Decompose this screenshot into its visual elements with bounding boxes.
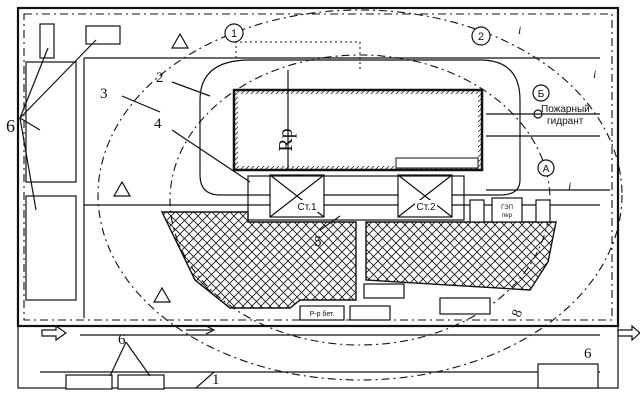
marker-circle-2 <box>471 26 491 46</box>
temp-building-top <box>85 25 121 45</box>
building-interior <box>238 94 478 166</box>
leader-5 <box>319 215 341 231</box>
callout-5: 5 <box>314 234 322 250</box>
marker-2-label: 2 <box>478 31 484 43</box>
leader-1 <box>195 371 215 389</box>
marker-circle-b <box>532 84 550 102</box>
open-storage-area-1 <box>160 211 357 309</box>
leader-6c <box>19 117 41 131</box>
small-box-gep-label: ГЭП <box>501 205 513 211</box>
concrete-label: Р-р бет. <box>310 310 335 318</box>
slope-label-top: i <box>518 23 521 37</box>
utility-box-2 <box>439 297 491 315</box>
zone-radius-label: Rp <box>275 128 297 151</box>
leader-6-bottom-a <box>109 341 127 377</box>
slope-label-mid: i <box>568 179 571 193</box>
marker-a-label: А <box>543 164 550 175</box>
building-annex <box>395 157 479 169</box>
callout-1: 1 <box>212 372 220 388</box>
temp-building-bottom-1 <box>65 374 113 390</box>
crane-2-label: Ст.2 <box>416 202 435 213</box>
slope-label-right: i <box>593 67 596 81</box>
callout-2: 2 <box>156 70 164 86</box>
small-box-2 <box>535 199 551 223</box>
warning-sign-icon <box>112 180 132 197</box>
traffic-arrowhead-icon <box>205 325 216 335</box>
utility-box-3 <box>349 305 391 321</box>
warning-sign-icon <box>152 286 172 303</box>
marker-circle-1 <box>224 23 244 43</box>
temp-building-bottom-2 <box>117 374 165 390</box>
small-box-gep <box>491 197 523 223</box>
crane-rail-frame <box>247 175 465 221</box>
callout-6-bottom: 6 <box>118 332 126 348</box>
leader-3 <box>121 95 161 113</box>
leader-2 <box>171 81 211 97</box>
entry-arrow-icon <box>41 324 68 342</box>
crane1-cross-b <box>269 174 325 218</box>
crane-1-label: Ст.1 <box>297 202 316 213</box>
exit-arrow-icon <box>617 324 640 342</box>
leader-6d <box>19 117 37 211</box>
crane-track-loop <box>199 59 521 196</box>
warning-sign-icon <box>170 32 190 49</box>
marker-circle-a <box>537 159 555 177</box>
temp-building-bottom-right <box>537 363 599 389</box>
callout-6-left: 6 <box>6 116 15 136</box>
leader-6b <box>19 39 97 119</box>
crane2-label-bg <box>415 200 437 212</box>
temp-building-left-2 <box>25 195 77 301</box>
access-road <box>17 325 619 389</box>
crane-danger-zone-outer <box>97 9 623 381</box>
gate-post <box>39 23 55 59</box>
crane1-label-bg <box>296 200 318 212</box>
water-line <box>235 41 361 72</box>
small-box-1 <box>469 199 485 223</box>
concrete-box <box>299 305 345 321</box>
open-storage-area-2 <box>365 221 557 291</box>
marker-b-label: Б <box>538 89 545 100</box>
small-box-per-label: пер <box>502 213 513 219</box>
callout-4: 4 <box>154 116 162 132</box>
leader-4 <box>171 129 251 183</box>
callout-6-right: 6 <box>584 346 592 362</box>
temp-building-left-1 <box>25 61 77 183</box>
hydrant-label-2: гидрант <box>547 116 584 127</box>
marker-1-label: 1 <box>231 28 237 40</box>
callout-8: 8 <box>510 308 526 320</box>
crane2-cross-b <box>397 174 453 218</box>
leader-6-bottom-b <box>125 341 151 377</box>
utility-box-1 <box>363 283 405 299</box>
hydrant-label-1: Пожарный <box>541 104 590 115</box>
callout-3: 3 <box>100 86 108 102</box>
leader-6a <box>19 47 49 119</box>
